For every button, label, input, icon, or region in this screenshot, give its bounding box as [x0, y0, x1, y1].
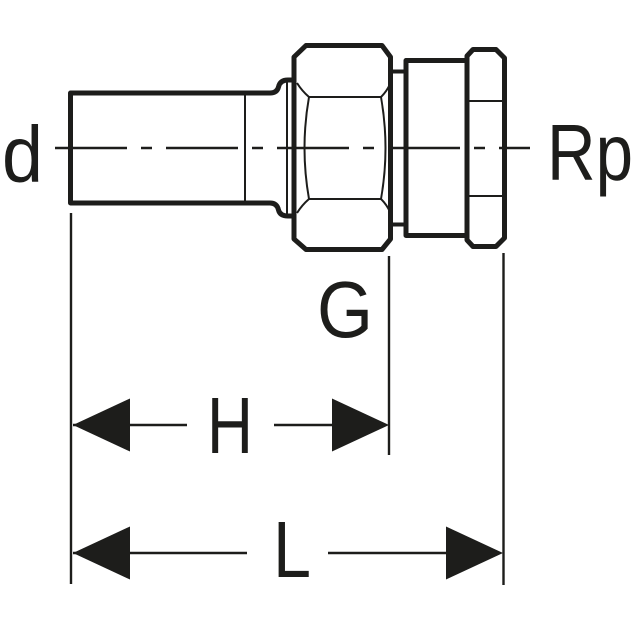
label-h: H [207, 381, 253, 470]
hex-chamfer-flare-top-left [296, 82, 310, 98]
hex-chamfer-flare-bottom-right [380, 198, 391, 213]
end-ring [464, 47, 507, 249]
label-d: d [2, 110, 43, 199]
label-g: G [317, 265, 373, 354]
dim-l-arrow-right [446, 526, 503, 580]
hex-chamfer-arc-right [380, 96, 387, 200]
dim-l-arrow-left [73, 526, 130, 580]
label-l: L [273, 505, 311, 594]
label-rp: Rp [547, 108, 633, 197]
dim-h-arrow-right [332, 398, 389, 452]
dim-h-arrow-left [73, 398, 130, 452]
hex-chamfer-flare-bottom-left [296, 198, 310, 214]
hex-chamfer-flare-top-right [380, 83, 391, 98]
